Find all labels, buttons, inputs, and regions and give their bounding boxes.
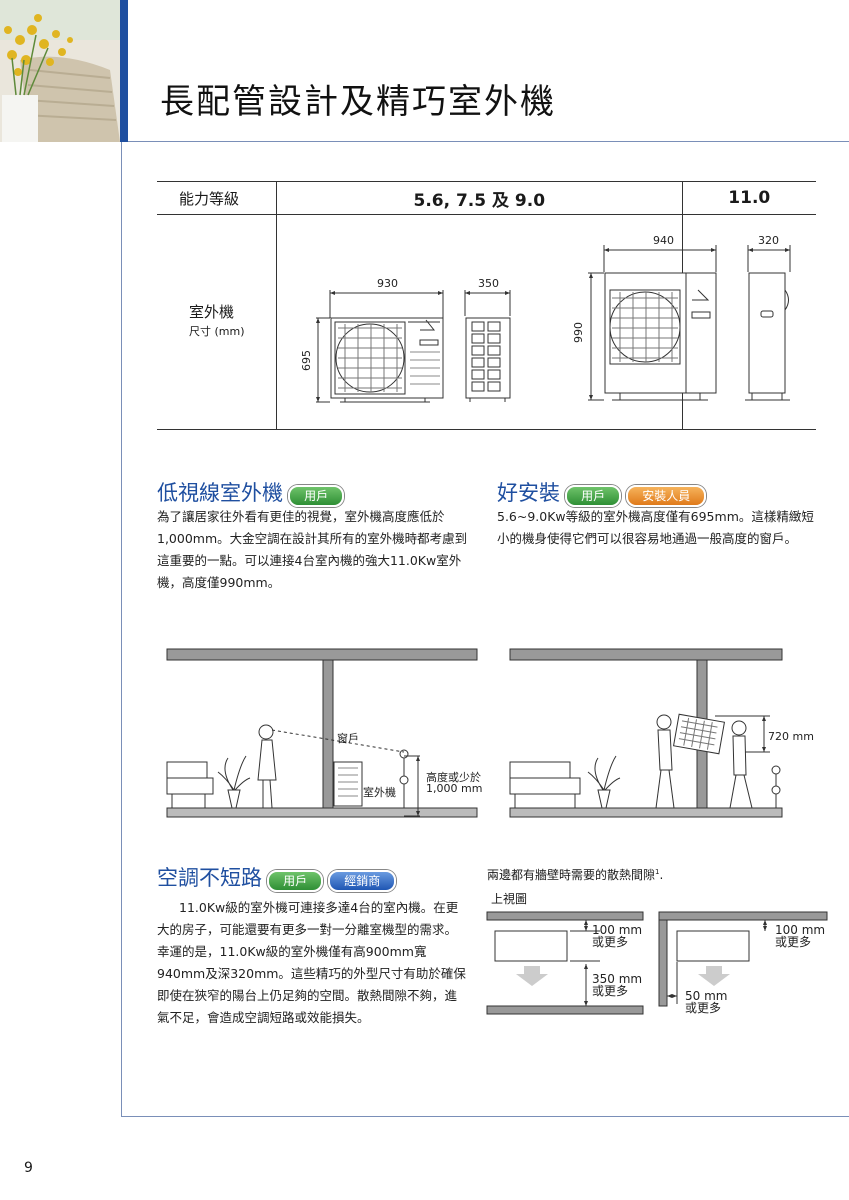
carry-height-label: 720 mm (768, 730, 814, 743)
short-section-text: 11.0Kw級的室外機可連接多達4台的室內機。在更大的房子，可能還要有更多一對一… (157, 900, 466, 1025)
small-unit-cell (276, 214, 683, 430)
capacity-header: 能力等級 (157, 181, 277, 215)
large-unit-height: 990 (572, 322, 585, 343)
left-bottom-value: 350 mm (592, 972, 643, 986)
right-side-more: 或更多 (685, 1001, 722, 1015)
header-accent-bar (120, 0, 128, 142)
small-unit-width: 930 (377, 277, 398, 290)
installer-tag: 安裝人員 (626, 484, 707, 507)
user-tag: 用戶 (288, 484, 345, 507)
large-unit-depth: 320 (758, 234, 779, 247)
left-frame-rule (121, 142, 122, 1116)
left-top-value: 100 mm (592, 923, 643, 937)
large-capacity-header: 11.0 (681, 181, 816, 215)
dealer-tag: 經銷商 (328, 869, 397, 892)
size-unit-label: 尺寸 (mm) (189, 325, 245, 338)
top-view-label: 上視圖 (491, 892, 528, 906)
low-section-text: 為了讓居家往外看有更佳的視覺，室外機高度應低於1,000mm。大金空調在設計其所… (157, 509, 468, 590)
height-label-line2: 1,000 mm (426, 782, 483, 795)
small-unit-height: 695 (300, 350, 313, 371)
height-label-line1: 高度或少於 (426, 771, 481, 784)
header-photo (0, 0, 120, 142)
row-label-cell (157, 214, 277, 430)
header-rule (128, 141, 849, 142)
clearance-caption-text: 兩邊都有牆壁時需要的散熱間隙 (487, 868, 656, 882)
small-unit-depth: 350 (478, 277, 499, 290)
install-section-title: 好安裝 (497, 481, 560, 505)
right-side-value: 50 mm (685, 989, 728, 1003)
low-section-heading: 低視線室外機 用戶 (157, 477, 345, 507)
window-label: 窗戶 (337, 732, 359, 745)
short-section-heading: 空調不短路 用戶 經銷商 (157, 862, 397, 892)
install-section-text: 5.6~9.0Kw等級的室外機高度僅有695mm。這樣精緻短小的機身使得它們可以… (497, 509, 814, 546)
user-tag: 用戶 (565, 484, 622, 507)
right-top-value: 100 mm (775, 923, 826, 937)
user-tag: 用戶 (267, 869, 324, 892)
low-section-title: 低視線室外機 (157, 481, 283, 505)
clearance-caption: 兩邊都有牆壁時需要的散熱間隙1. (487, 868, 664, 882)
left-top-more: 或更多 (592, 935, 629, 949)
spec-table: 能力等級 5.6, 7.5 及 9.0 11.0 (157, 181, 816, 430)
outdoor-unit-label: 室外機 (189, 303, 235, 321)
short-section-title: 空調不短路 (157, 866, 262, 890)
small-capacity-header: 5.6, 7.5 及 9.0 (276, 181, 683, 215)
page-title: 長配管設計及精巧室外機 (160, 82, 556, 122)
outdoor-unit-label: 室外機 (363, 786, 396, 799)
large-unit-cell (681, 214, 816, 430)
bottom-frame-rule (121, 1116, 849, 1117)
left-bottom-more: 或更多 (592, 984, 629, 998)
page-number: 9 (24, 1160, 33, 1176)
right-top-more: 或更多 (775, 935, 812, 949)
footnote-mark: 1 (655, 868, 660, 876)
install-section-heading: 好安裝 用戶 安裝人員 (497, 477, 707, 507)
large-unit-width: 940 (653, 234, 674, 247)
